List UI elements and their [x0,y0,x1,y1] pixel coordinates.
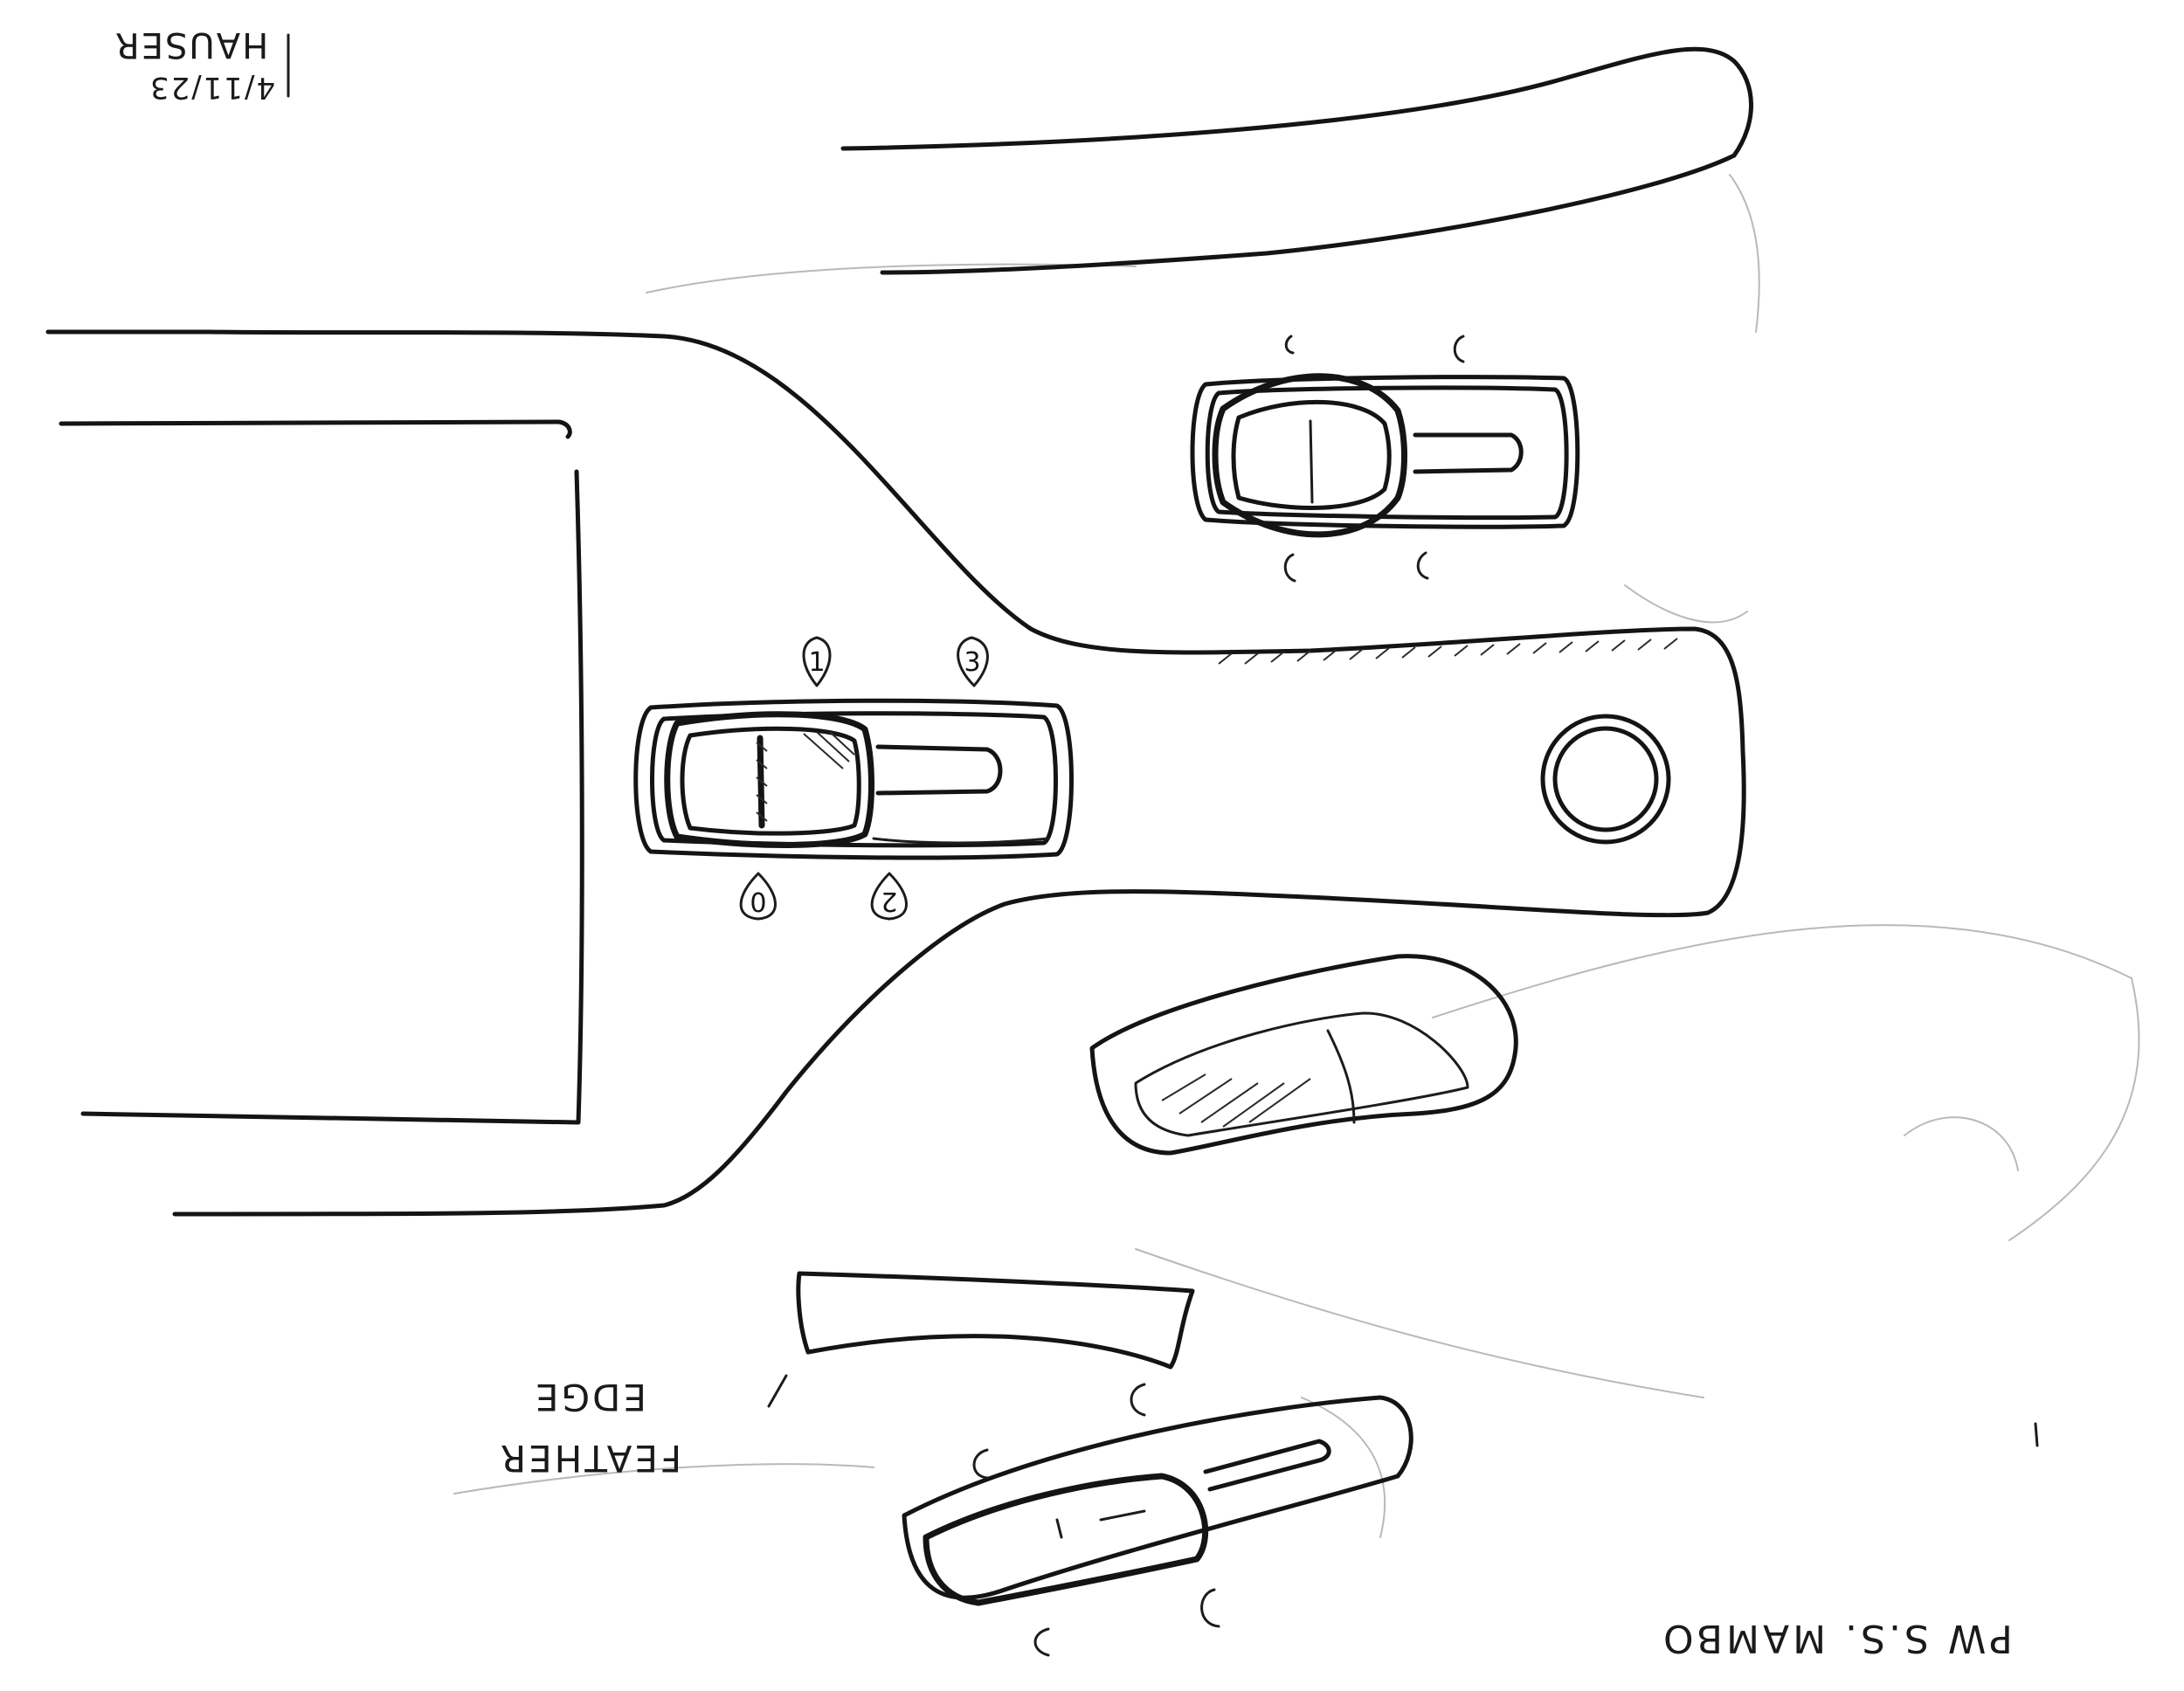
signature-date: 4/11/23 [149,70,276,105]
rocker-perspective-view [1089,954,1518,1156]
position-marker-0-label: 0 [750,886,766,916]
feather-edge-note-line2: EDGE [533,1376,646,1418]
credit-tick-mark [2034,1422,2039,1447]
main-panel [45,329,1746,1217]
position-marker-1: 1 [802,636,832,687]
tab-edge-hatching [1218,638,1678,665]
round-push-button [1540,714,1671,845]
upper-rail [840,46,1753,275]
main-slider-switch [633,698,1074,860]
position-marker-2: 2 [870,872,908,921]
feather-edge-bar [767,1271,1195,1408]
position-marker-0: 0 [739,872,777,921]
upper-slider-switch [1190,335,1580,583]
slider-position-markers: 1 3 0 2 [739,636,989,921]
lower-slider-perspective [902,1383,1413,1657]
signature-name: HAUSER [114,24,269,65]
position-marker-2-label: 2 [881,886,897,916]
position-marker-3: 3 [957,636,989,687]
feather-edge-note-line1: FEATHER [498,1437,682,1480]
position-marker-1-label: 1 [808,647,825,678]
display-screen [59,419,584,1125]
position-marker-3-label: 3 [964,647,980,678]
designer-credit: PW S.S. MAMBO [1660,1616,2013,1660]
